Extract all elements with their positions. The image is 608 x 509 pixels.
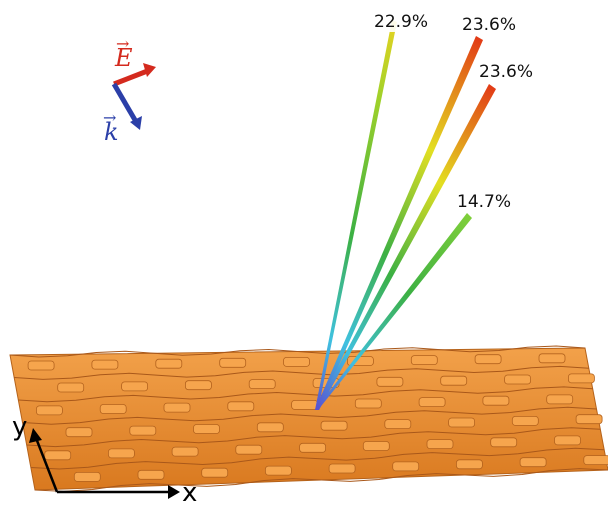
surface-pad xyxy=(201,467,229,478)
surface-pad xyxy=(362,441,390,451)
field-vectors xyxy=(111,63,156,130)
surface-pad xyxy=(193,424,220,434)
surface-pad xyxy=(163,402,191,413)
surface-pad xyxy=(554,435,581,446)
diffraction-beams xyxy=(315,20,496,410)
surface-pad xyxy=(299,442,327,453)
e-field-label: → E xyxy=(115,34,133,72)
beam-label-4: 14.7% xyxy=(455,192,514,212)
k-wavevector-label: → k xyxy=(103,108,119,146)
surface-pad xyxy=(474,354,502,365)
surface-pad xyxy=(490,437,518,448)
y-arrowhead xyxy=(29,428,42,443)
surface-pad xyxy=(108,448,135,459)
surface-pad xyxy=(538,353,566,364)
surface-pad xyxy=(448,417,476,428)
surface-pad xyxy=(264,465,292,476)
surface-pad xyxy=(426,439,454,450)
surface-pad xyxy=(519,457,547,468)
surface-pad xyxy=(36,405,63,416)
surface-ridge xyxy=(34,468,608,492)
surface-pad xyxy=(248,379,276,390)
surface-pad xyxy=(129,425,157,436)
surface-pad xyxy=(65,427,93,438)
surface-pad xyxy=(418,397,446,408)
surface-pad xyxy=(256,422,284,433)
surface-ridge xyxy=(26,427,601,448)
surface-pad xyxy=(328,463,356,474)
surface-pad xyxy=(384,419,412,430)
beam-3 xyxy=(315,84,496,410)
surface-pad xyxy=(392,461,420,472)
surface-pad xyxy=(410,355,438,366)
surface-pad xyxy=(320,420,348,431)
surface-pad xyxy=(291,399,319,410)
k-arrowhead xyxy=(130,116,142,130)
surface-pad xyxy=(219,357,247,368)
surface-pad xyxy=(568,373,595,384)
surface-pad xyxy=(171,446,199,457)
surface-pad xyxy=(455,459,483,470)
x-arrowhead xyxy=(168,485,180,499)
surface-pad xyxy=(504,374,532,385)
surface-pad xyxy=(376,376,404,387)
surface-pad xyxy=(235,444,263,455)
surface-pad xyxy=(137,469,165,480)
surface-pad xyxy=(184,380,212,391)
surface-pad xyxy=(57,382,85,393)
surface-pad xyxy=(91,359,119,370)
surface-pad xyxy=(283,356,310,367)
coordinate-axes xyxy=(29,428,180,499)
surface-pad xyxy=(121,381,148,392)
x-axis-label: x xyxy=(182,478,198,508)
surface-ridge xyxy=(14,365,589,380)
beam-label-3: 23.6% xyxy=(477,62,536,82)
y-axis-label: y xyxy=(12,412,28,442)
surface-pad xyxy=(44,450,72,461)
surface-pad xyxy=(511,415,539,426)
surface-pad xyxy=(227,401,255,412)
beam-2 xyxy=(315,36,483,410)
surface-pad xyxy=(583,455,608,465)
surface-ridge xyxy=(18,386,593,403)
beam-label-2: 23.6% xyxy=(460,15,519,35)
surface-pad xyxy=(73,471,101,482)
surface-pad xyxy=(99,404,127,414)
surface-ridge xyxy=(30,447,605,470)
surface-pad xyxy=(482,395,510,406)
surface-ridge xyxy=(22,406,597,425)
surface-pad xyxy=(155,358,183,369)
e-arrowhead xyxy=(143,63,156,77)
surface-pad xyxy=(27,360,55,371)
beam-4 xyxy=(315,213,472,410)
surface-pad xyxy=(575,414,603,425)
surface-pad xyxy=(546,394,574,405)
surface-pad xyxy=(440,375,468,386)
surface-ridge xyxy=(9,345,586,358)
textured-surface xyxy=(9,345,608,492)
beam-1 xyxy=(315,20,397,410)
beam-label-1: 22.9% xyxy=(372,12,431,32)
surface-pad xyxy=(354,398,382,409)
